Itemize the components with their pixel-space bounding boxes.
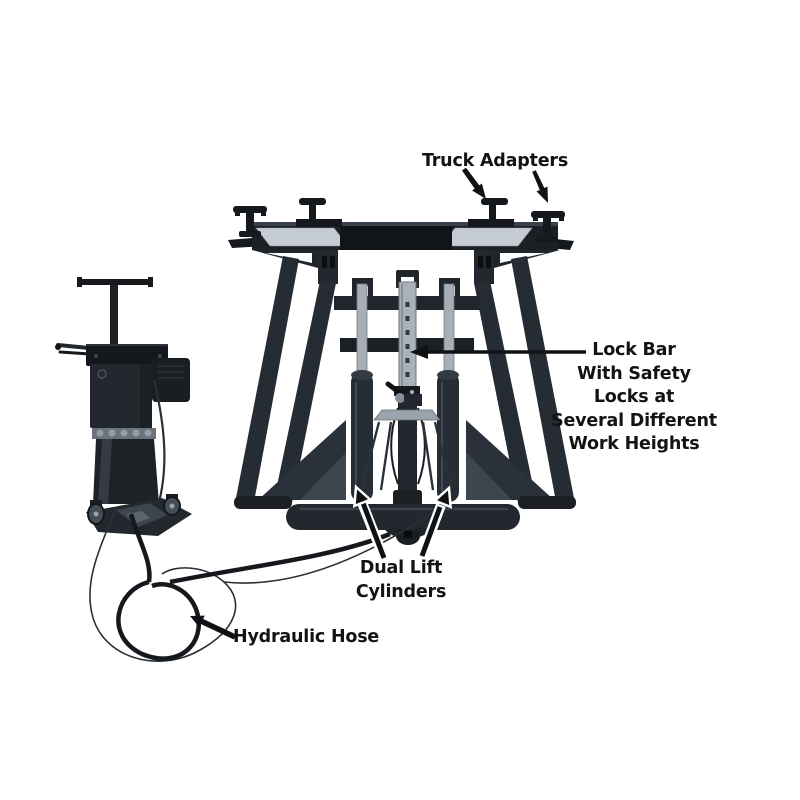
- pump-head: [86, 344, 168, 366]
- handle-shaft: [110, 284, 118, 348]
- scissor-legs: [236, 256, 574, 503]
- lock-bar: [393, 281, 422, 506]
- truck-adapter-outer-left: [233, 206, 267, 237]
- lift-platform: [252, 219, 558, 250]
- lift-cylinder-right: [437, 370, 459, 502]
- oil-reservoir: [93, 439, 159, 504]
- callout-arrows: [190, 167, 586, 640]
- truck-adapter-outer-right: [531, 211, 565, 242]
- base-beam: [234, 496, 576, 545]
- tray-stand: [360, 409, 453, 491]
- motor-box: [152, 358, 190, 402]
- arrow-to-adapter-right: [532, 170, 548, 203]
- scissor-lift-illustration: [228, 198, 576, 545]
- pump-body: [90, 364, 152, 428]
- arrow-to-cylinder-left: [352, 484, 389, 560]
- lift-cylinder-left: [351, 370, 373, 502]
- arrow-to-cylinder-right: [417, 485, 453, 558]
- callout-dual-lift-cylinders-label: Dual Lift Cylinders: [355, 558, 447, 602]
- t-handle: [77, 277, 153, 287]
- fitting-band: [92, 428, 156, 439]
- callout-hydraulic-hose-label: Hydraulic Hose: [233, 627, 380, 647]
- callout-lock-bar-label: Lock Bar With Safety Locks at Several Di…: [551, 340, 717, 454]
- hydraulic-hose-illustration: [89, 491, 453, 662]
- callout-truck-adapters-label: Truck Adapters: [421, 151, 569, 171]
- base-gussets: [258, 420, 554, 500]
- arrow-to-hose: [190, 615, 237, 640]
- arrow-to-lock-bar: [410, 345, 586, 359]
- caster-wheels: [87, 494, 181, 525]
- corner-posts: [318, 250, 494, 284]
- truck-adapter-inner-left: [299, 198, 326, 225]
- power-unit-illustration: [55, 277, 192, 536]
- unit-cable: [152, 379, 166, 507]
- truck-adapter-inner-right: [481, 198, 508, 225]
- arrow-to-adapter-left: [462, 167, 486, 199]
